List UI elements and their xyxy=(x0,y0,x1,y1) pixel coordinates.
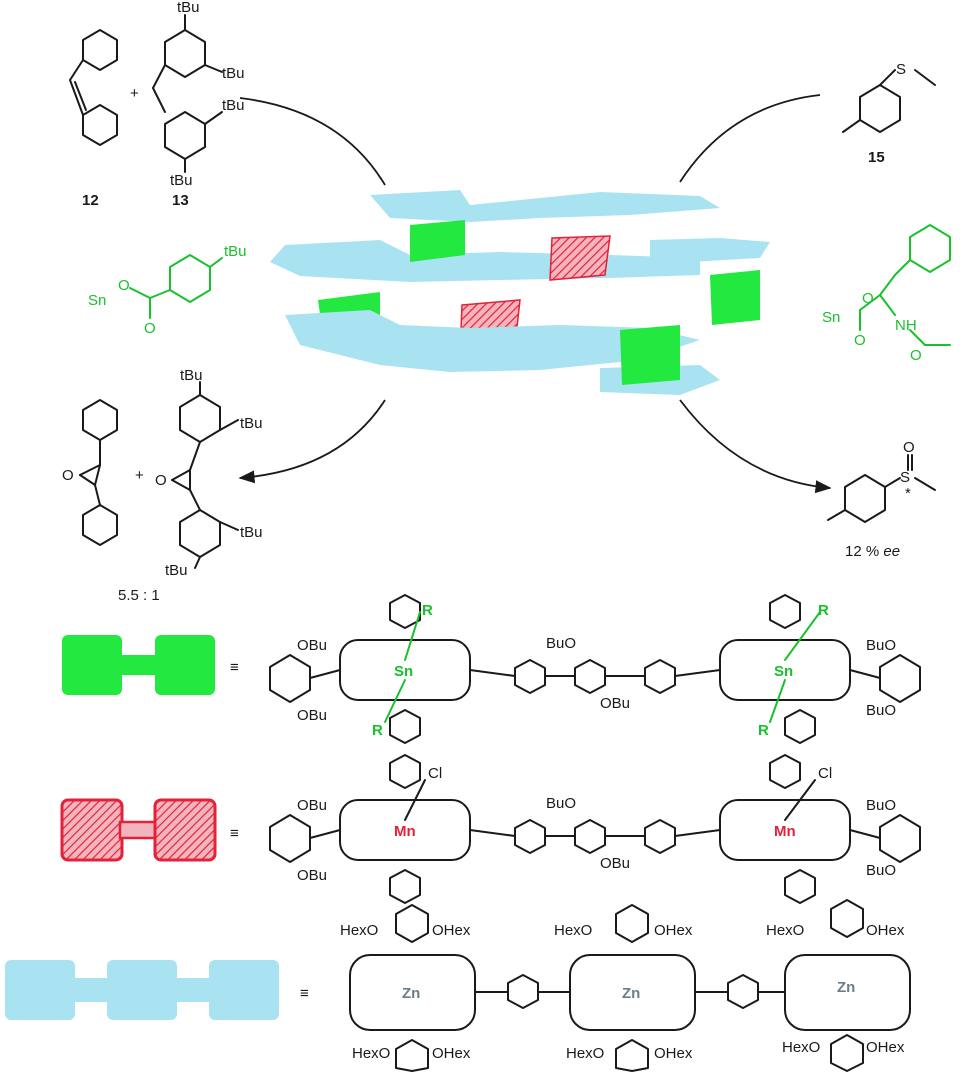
tbu-label-13b: tBu xyxy=(222,65,245,82)
hexo-label-6: HexO xyxy=(782,1039,820,1056)
zinc-metal-1: Zn xyxy=(402,985,420,1002)
porphyrin-cage-assembly xyxy=(270,190,770,395)
oxygen-label-sulfoxide: O xyxy=(903,439,915,456)
sn-porphyrin-dimer xyxy=(269,594,921,744)
compound-13-number: 13 xyxy=(172,192,189,209)
tbu-label-benzoate: tBu xyxy=(224,243,247,260)
manganese-metal-1: Mn xyxy=(394,823,416,840)
hexo-label-5: HexO xyxy=(766,922,804,939)
tbu-label-13c: tBu xyxy=(222,97,245,114)
tbu-label-ep4: tBu xyxy=(165,562,188,579)
chloride-label-1: Cl xyxy=(428,765,442,782)
plus-sign: + xyxy=(130,85,139,102)
buo-label-5: BuO xyxy=(866,797,896,814)
buo-label-1: BuO xyxy=(546,635,576,652)
r-label-1: R xyxy=(422,602,433,619)
tin-metal-2: Sn xyxy=(774,663,793,680)
equiv-symbol-mn: ≡ xyxy=(230,825,239,842)
zinc-metal-2: Zn xyxy=(622,985,640,1002)
tbu-label-13a: tBu xyxy=(177,0,200,16)
oxygen-label-phe: O xyxy=(862,290,874,307)
oxygen-label-carbonyl: O xyxy=(144,320,156,337)
buo-label-4: BuO xyxy=(546,795,576,812)
curved-arrow-top-left xyxy=(239,97,386,186)
ohex-label-6: OHex xyxy=(866,1039,905,1056)
obu-label-4: OBu xyxy=(297,797,327,814)
obu-label-5: OBu xyxy=(297,867,327,884)
legend-mn-icon xyxy=(60,798,217,862)
tin-label-left: Sn xyxy=(88,292,106,309)
chloride-label-2: Cl xyxy=(818,765,832,782)
oxygen-label-epoxide-a: O xyxy=(62,467,74,484)
hexo-label-4: HexO xyxy=(566,1045,604,1062)
hexo-label-2: HexO xyxy=(352,1045,390,1062)
curved-arrow-bottom-left xyxy=(238,399,386,484)
zn-porphyrin-trimer xyxy=(349,899,911,1072)
curved-arrow-top-right xyxy=(679,94,821,183)
sulfur-label: S xyxy=(896,61,906,78)
sulfur-label-sulfoxide: S xyxy=(900,469,910,486)
ohex-label-4: OHex xyxy=(654,1045,693,1062)
equiv-symbol-zn: ≡ xyxy=(300,985,309,1002)
ohex-label-2: OHex xyxy=(432,1045,471,1062)
ohex-label-3: OHex xyxy=(654,922,693,939)
legend-zn-icon xyxy=(5,960,279,1020)
r-label-2: R xyxy=(372,722,383,739)
sulfoxide-product xyxy=(827,454,936,523)
obu-label-6: OBu xyxy=(600,855,630,872)
hexo-label-1: HexO xyxy=(340,922,378,939)
r-label-3: R xyxy=(818,602,829,619)
legend-sn-icon xyxy=(62,635,215,695)
ee-value: 12 % ee xyxy=(845,543,900,560)
equiv-symbol-sn: ≡ xyxy=(230,659,239,676)
obu-label-2: OBu xyxy=(297,707,327,724)
ohex-label-1: OHex xyxy=(432,922,471,939)
oxygen-label-acetyl: O xyxy=(910,347,922,364)
sn-benzoate-ligand xyxy=(129,254,223,319)
epoxide-products xyxy=(79,381,239,569)
obu-label-3: OBu xyxy=(600,695,630,712)
curved-arrow-bottom-right xyxy=(679,399,832,494)
epoxide-ratio: 5.5 : 1 xyxy=(118,587,160,604)
oxygen-label-epoxide-b: O xyxy=(155,472,167,489)
tin-metal-1: Sn xyxy=(394,663,413,680)
r-label-4: R xyxy=(758,722,769,739)
obu-label-1: OBu xyxy=(297,637,327,654)
stereocentre-star: * xyxy=(905,485,911,502)
compound-13-structure xyxy=(152,14,223,173)
tbu-label-ep1: tBu xyxy=(180,367,203,384)
tin-label-right: Sn xyxy=(822,309,840,326)
nh-label: NH xyxy=(895,317,917,334)
oxygen-label-benzoate: O xyxy=(118,277,130,294)
manganese-metal-2: Mn xyxy=(774,823,796,840)
compound-12-structure xyxy=(69,29,118,146)
mn-porphyrin-dimer xyxy=(269,754,921,904)
tbu-label-ep2: tBu xyxy=(240,415,263,432)
tbu-label-13d: tBu xyxy=(170,172,193,189)
ohex-label-5: OHex xyxy=(866,922,905,939)
tbu-label-ep3: tBu xyxy=(240,524,263,541)
oxygen-label-phe-carbonyl: O xyxy=(854,332,866,349)
buo-label-6: BuO xyxy=(866,862,896,879)
compound-15-number: 15 xyxy=(868,149,885,166)
buo-label-2: BuO xyxy=(866,637,896,654)
compound-15-structure xyxy=(842,69,936,133)
sn-phenylalanine-ligand xyxy=(859,224,951,346)
compound-12-number: 12 xyxy=(82,192,99,209)
buo-label-3: BuO xyxy=(866,702,896,719)
plus-sign-epoxides: + xyxy=(135,467,144,484)
hexo-label-3: HexO xyxy=(554,922,592,939)
zinc-metal-3: Zn xyxy=(837,979,855,996)
